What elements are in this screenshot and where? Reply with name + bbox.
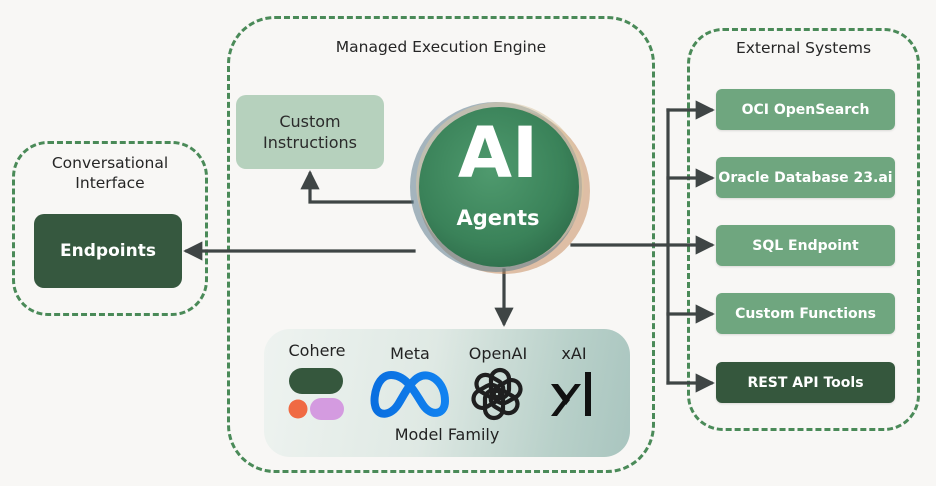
custom-instructions-box[interactable]: Custom Instructions [236,95,384,169]
conversational-interface-title: Conversational Interface [51,154,169,192]
provider-label-cohere: Cohere [288,341,346,360]
provider-label-xai: xAI [561,344,587,363]
ai-agents-title: AI [457,112,539,194]
xai-logo-icon [551,372,591,416]
execution-engine-title: Managed Execution Engine [335,38,547,56]
arrow-to-custom-instructions [300,170,414,204]
ai-agents-subtitle: Agents [456,206,540,230]
ai-agents-icon [410,102,590,274]
ext-custom-functions-button[interactable]: Custom Functions [716,293,895,334]
provider-label-meta: Meta [390,344,430,363]
meta-logo-icon [370,371,449,418]
ext-opensearch-button[interactable]: OCI OpenSearch [716,89,895,130]
provider-label-openai: OpenAI [468,344,528,363]
conversational-interface-group [12,141,208,316]
ext-sql-endpoint-button[interactable]: SQL Endpoint [716,225,895,266]
endpoints-box[interactable]: Endpoints [34,214,182,288]
ext-oracle-db-button[interactable]: Oracle Database 23.ai [716,157,895,198]
cohere-logo-icon [288,368,344,420]
ext-rest-api-button[interactable]: REST API Tools [716,362,895,403]
external-systems-title: External Systems [735,39,872,57]
model-family-label: Model Family [394,425,500,444]
external-systems-group [687,28,920,431]
openai-logo-icon [471,367,523,421]
